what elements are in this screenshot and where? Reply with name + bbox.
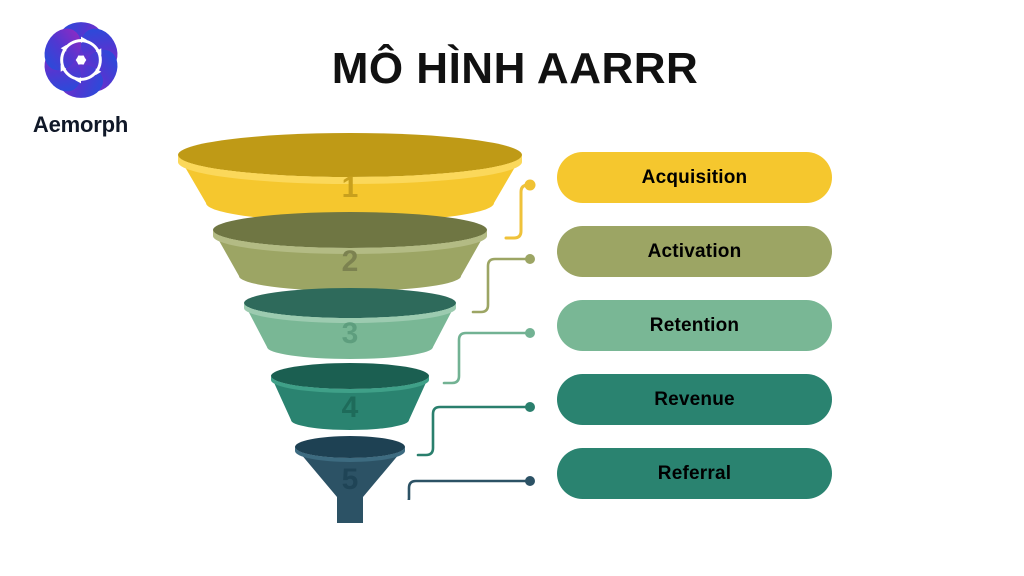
stage-label-text: Retention [649, 314, 740, 336]
svg-text:3: 3 [342, 317, 359, 350]
connector-4 [416, 402, 535, 457]
aarrr-funnel-graphic: 1 2 3 4 [150, 125, 550, 535]
stage-label-text: Activation [647, 240, 742, 262]
svg-text:4: 4 [342, 391, 359, 424]
connector-5 [392, 476, 535, 507]
aemorph-flower-logo-icon [37, 16, 125, 104]
stage-label-revenue[interactable]: Revenue [557, 374, 832, 425]
connector-1 [504, 179, 536, 240]
stage-label-text: Revenue [654, 388, 735, 410]
funnel-stage-1: 1 [178, 133, 522, 222]
stage-label-text: Referral [657, 462, 732, 484]
connector-2 [471, 254, 535, 314]
stage-label-retention[interactable]: Retention [557, 300, 832, 351]
stage-label-referral[interactable]: Referral [557, 448, 832, 499]
funnel-stage-2: 2 [213, 212, 487, 291]
funnel-stage-5: 5 [295, 436, 405, 523]
funnel-stage-4: 4 [271, 363, 429, 430]
svg-text:5: 5 [342, 463, 359, 496]
funnel-stage-3: 3 [244, 288, 456, 359]
stage-label-activation[interactable]: Activation [557, 226, 832, 277]
brand-name: Aemorph [32, 112, 129, 137]
stage-label-text: Acquisition [641, 166, 748, 188]
svg-text:1: 1 [342, 171, 359, 204]
funnel-connector-lines [380, 140, 580, 507]
stage-label-acquisition[interactable]: Acquisition [557, 152, 832, 203]
connector-3 [442, 328, 535, 385]
brand-logo-block: Aemorph [18, 16, 143, 137]
page-title: MÔ HÌNH AARRR [331, 44, 699, 93]
svg-text:2: 2 [342, 245, 359, 278]
